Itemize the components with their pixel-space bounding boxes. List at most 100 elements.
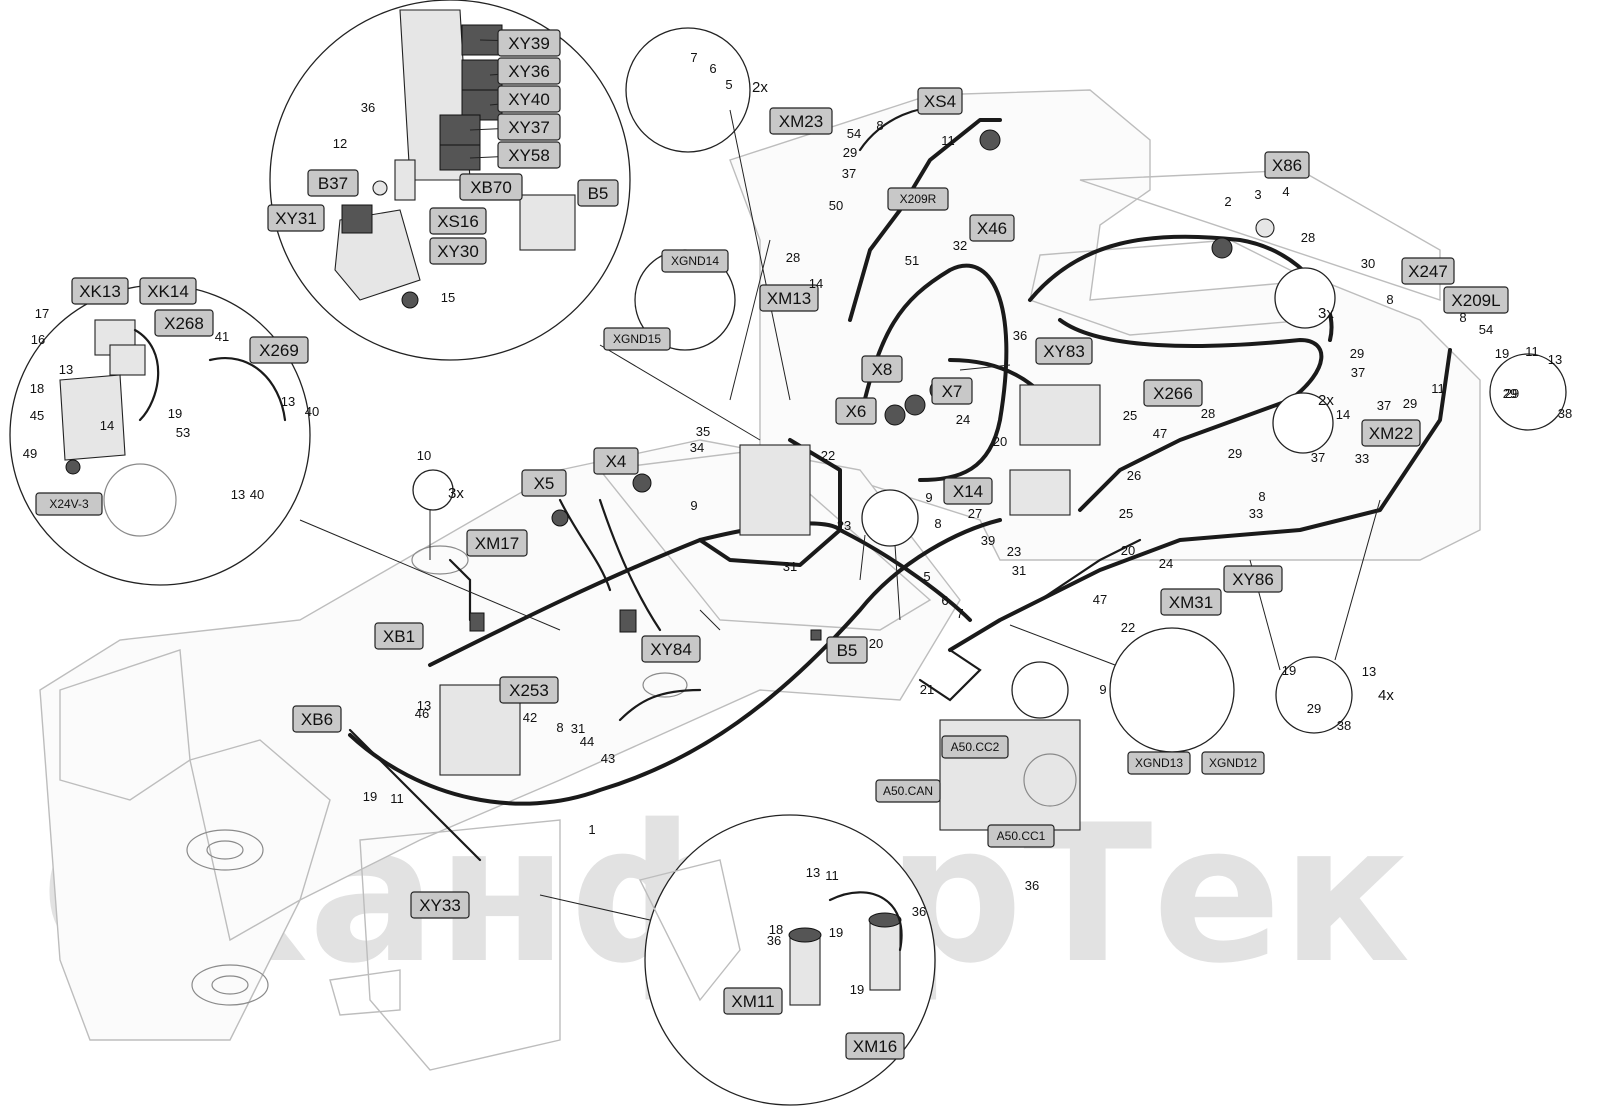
- connector-xy84: [619, 609, 637, 633]
- callout-number: 11: [825, 868, 839, 883]
- components: [439, 129, 1275, 831]
- callout-number: 36: [767, 933, 781, 948]
- harness-upper: [858, 263, 1009, 482]
- tag-box: [35, 492, 103, 516]
- front-pivot-top: [186, 829, 264, 871]
- callout-number: 8: [1459, 310, 1466, 325]
- callout-number: 38: [1337, 718, 1351, 733]
- detail-screw-bottom: [1275, 656, 1353, 734]
- connector-x5: [551, 509, 569, 527]
- tag-label: A50.CAN: [883, 784, 933, 798]
- tag-label: XY37: [508, 118, 550, 137]
- callout-number: 31: [1012, 563, 1026, 578]
- harness-mid: [428, 521, 842, 667]
- callout-number: 23: [837, 518, 851, 533]
- callout-number: 9: [925, 490, 932, 505]
- leader: [699, 609, 721, 631]
- tag-label: XB6: [301, 710, 333, 729]
- connector-tag-xb70: XB70: [459, 173, 523, 201]
- tag-label: XGND15: [613, 332, 661, 346]
- callout-number: 28: [786, 250, 800, 265]
- harness-cross: [838, 528, 972, 622]
- connector-tag-x209l: X209L: [1443, 286, 1509, 314]
- callout-number: 54: [1479, 322, 1493, 337]
- tag-label: X86: [1272, 156, 1302, 175]
- callout-number: 6: [941, 593, 948, 608]
- callout-number: 47: [1153, 426, 1167, 441]
- callout-number: 8: [934, 516, 941, 531]
- callout-number: 22: [821, 448, 835, 463]
- tag-box: [943, 477, 993, 505]
- tag-label: XB70: [470, 178, 512, 197]
- tag-label: X268: [164, 314, 204, 333]
- callout-number: 21: [920, 682, 934, 697]
- pump-a50-flange: [1023, 753, 1077, 807]
- tag-label: XGND12: [1209, 756, 1257, 770]
- front-mount: [189, 739, 331, 942]
- callout-number: 36: [361, 100, 375, 115]
- leader: [1009, 624, 1116, 666]
- tag-box: [861, 355, 903, 383]
- tag-label: XY30: [437, 242, 479, 261]
- tag-label: XY36: [508, 62, 550, 81]
- front-left-box: [59, 649, 191, 801]
- connector-tag-x46: X46: [969, 214, 1015, 242]
- callout-number: 19: [1495, 346, 1509, 361]
- callout-number: 10: [417, 448, 431, 463]
- callout-number: 28: [1301, 230, 1315, 245]
- tag-box: [374, 622, 424, 650]
- connector-tag-xk14: XK14: [139, 277, 197, 305]
- front-pivot-bottom: [191, 964, 269, 1006]
- leader: [539, 894, 651, 921]
- callout-number: 19: [1282, 663, 1296, 678]
- tag-box: [459, 173, 523, 201]
- tag-box: [429, 237, 487, 265]
- callout-number: 47: [1093, 592, 1107, 607]
- tag-box: [1143, 379, 1203, 407]
- callout-number: 5: [923, 569, 930, 584]
- connector-tag-xy36: XY36: [497, 57, 561, 85]
- motor-wire: [828, 891, 903, 952]
- connector-tag-xy86: XY86: [1223, 565, 1283, 593]
- callout-number: 45: [30, 408, 44, 423]
- connector-tag-x7: X7: [931, 377, 973, 405]
- callout-number: 20: [869, 636, 883, 651]
- callout-number: 2: [1224, 194, 1231, 209]
- connector-tag-xy84: XY84: [641, 635, 701, 663]
- callout-number: 38: [1558, 406, 1572, 421]
- tag-box: [429, 207, 487, 235]
- callout-number: 19: [363, 789, 377, 804]
- callout-number: 11: [390, 791, 404, 806]
- tag-box: [941, 735, 1009, 759]
- connector-xs4: [979, 129, 1001, 151]
- callout-number: 11: [1431, 381, 1445, 396]
- harness-xb6: [348, 728, 482, 862]
- connector-tag-xm13: XM13: [759, 284, 819, 312]
- connector-tag-x269: X269: [249, 336, 309, 364]
- tag-box: [723, 987, 783, 1015]
- tag-label: XY58: [508, 146, 550, 165]
- callout-number: 49: [23, 446, 37, 461]
- block-b5: [519, 194, 576, 251]
- connector-tag-b37: B37: [307, 169, 359, 197]
- callout-number: 35: [696, 424, 710, 439]
- connector-tag-x5: X5: [521, 469, 567, 497]
- tag-label: X253: [509, 681, 549, 700]
- tag-box: [497, 141, 561, 169]
- tag-box: [641, 635, 701, 663]
- connector-tag-xm22: XM22: [1361, 419, 1421, 447]
- tag-label: XM22: [1369, 424, 1413, 443]
- control-module: [1019, 384, 1101, 446]
- tag-box: [410, 891, 470, 919]
- harness-x253: [618, 688, 702, 722]
- tag-label: X14: [953, 482, 983, 501]
- leader: [1334, 499, 1381, 661]
- tag-label: XY31: [275, 209, 317, 228]
- tag-label: XM11: [731, 992, 774, 1011]
- harness-rear-inner: [1058, 318, 1324, 512]
- connector-tag-xb6: XB6: [292, 705, 342, 733]
- callout-number: 23: [1007, 544, 1021, 559]
- tag-box: [759, 284, 819, 312]
- connector-tag-xm16: XM16: [845, 1032, 905, 1060]
